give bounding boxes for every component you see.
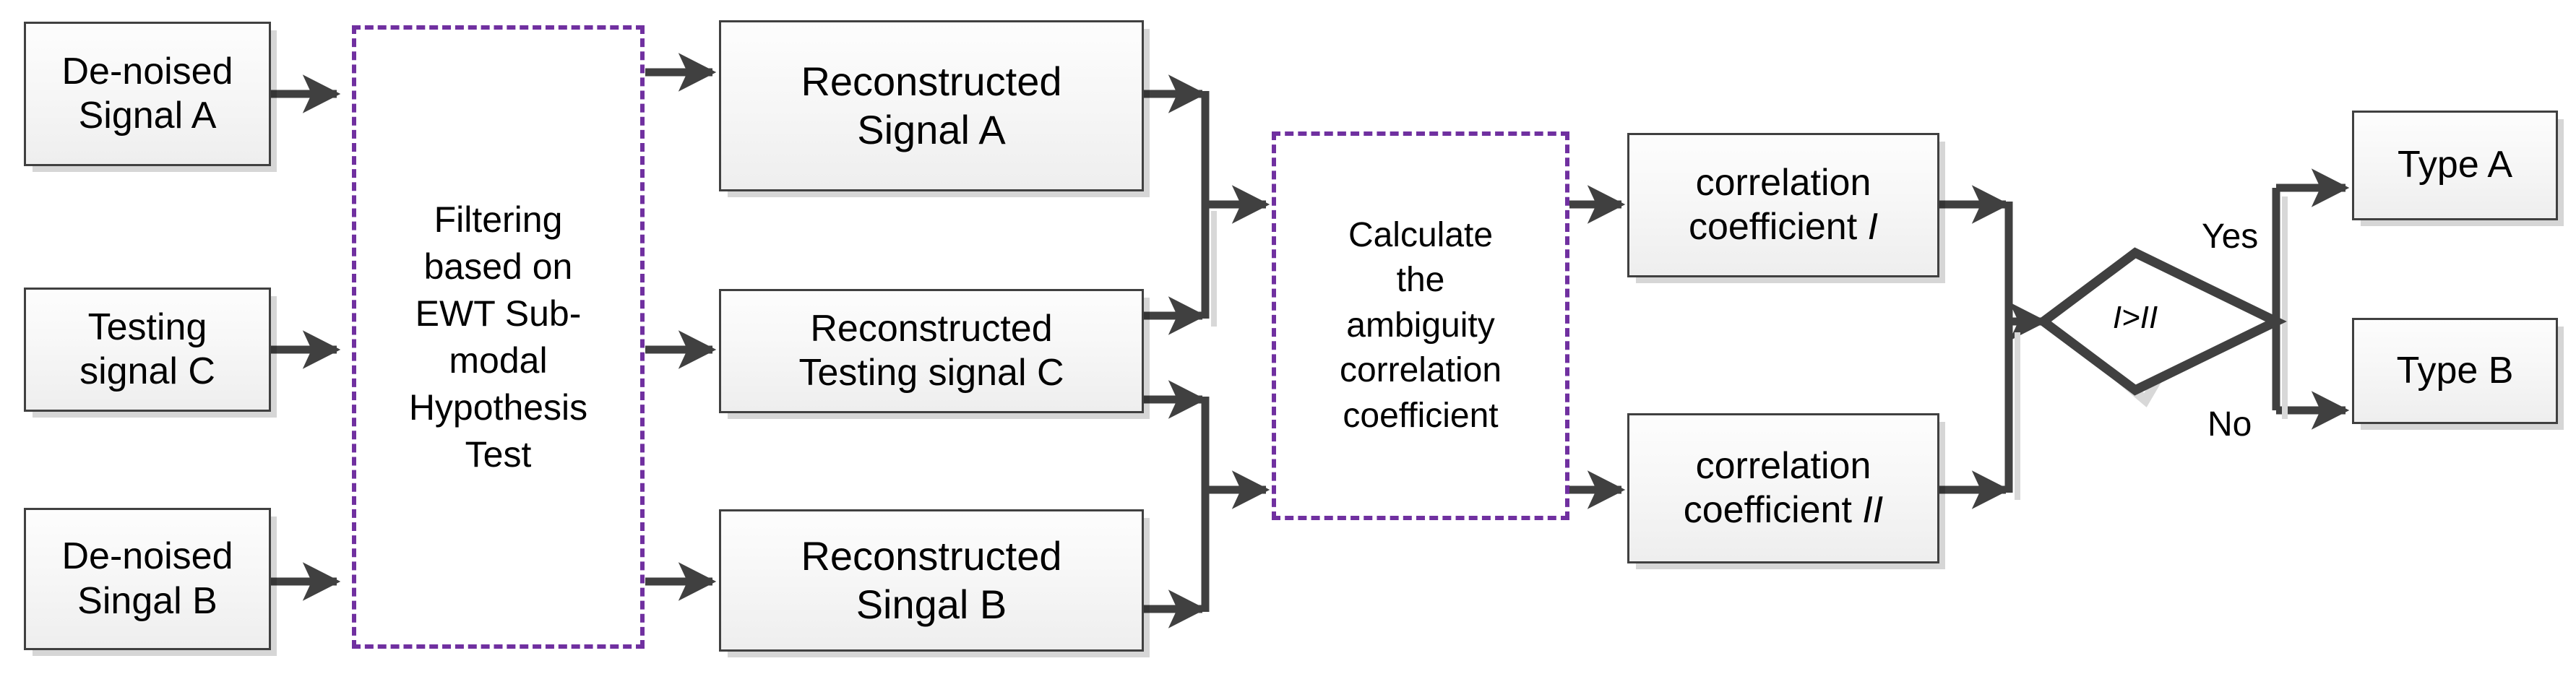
recon-c-line2: Testing signal C — [798, 352, 1064, 394]
decision-label: I>II — [2112, 300, 2158, 335]
edge-label-no: No — [2207, 405, 2252, 444]
type-a-label: Type A — [2398, 144, 2512, 186]
node-calculate-ambiguity-correlation-coefficient[interactable]: Calculate the the ambiguity correlation … — [1272, 131, 1574, 524]
connector-shadow-layer — [1211, 196, 2288, 500]
calculate-line3: ambiguity — [1346, 306, 1495, 345]
filtering-line1: Filtering — [434, 199, 563, 240]
filtering-line3: EWT Sub- — [415, 293, 582, 334]
node-denoised-signal-b[interactable]: De-noised Singal B — [24, 508, 271, 650]
node-type-b[interactable]: Type B — [2352, 318, 2558, 424]
calculate-line5: coefficient — [1343, 396, 1499, 435]
coeff-ii-symbol: II — [1862, 489, 1884, 531]
denoised-a-line2: Signal A — [78, 95, 217, 137]
denoised-b-line2: Singal B — [77, 579, 217, 622]
calculate-line2: the the — [1276, 258, 1565, 308]
node-filtering-ewt-hypothesis-test[interactable]: Filtering based on based on EWT Sub- mod… — [352, 25, 645, 649]
node-reconstructed-signal-a[interactable]: Reconstructed Signal A — [719, 20, 1144, 191]
node-testing-signal-c[interactable]: Testing signal C — [24, 288, 271, 412]
node-type-a[interactable]: Type A — [2352, 111, 2558, 220]
recon-b-line1: Reconstructed — [801, 533, 1062, 579]
filtering-line4: modal — [449, 340, 548, 381]
recon-c-line1: Reconstructed — [810, 307, 1053, 350]
node-correlation-coefficient-ii[interactable]: correlation coefficient II — [1627, 413, 1939, 563]
denoised-a-line1: De-noised — [61, 50, 233, 92]
coeff-i-line2: coefficient I — [1688, 206, 1879, 248]
coeff-i-symbol: I — [1867, 206, 1879, 248]
decision-diamond[interactable] — [2036, 247, 2287, 407]
calculate-line4: correlation correlation — [1276, 348, 1565, 399]
node-reconstructed-signal-b[interactable]: Reconstructed Singal B — [719, 509, 1144, 652]
coeff-ii-line1: correlation — [1695, 444, 1871, 487]
node-denoised-signal-a[interactable]: De-noised Signal A — [24, 22, 271, 166]
filtering-line6: Test — [465, 433, 532, 475]
recon-a-line1: Reconstructed — [801, 59, 1062, 105]
coeff-ii-line2: coefficient II — [1683, 489, 1884, 531]
denoised-b-line1: De-noised — [61, 535, 233, 578]
testing-c-line2: signal C — [79, 350, 215, 392]
node-correlation-coefficient-i[interactable]: correlation coefficient I — [1627, 133, 1939, 277]
filtering-line2: based on based on — [356, 243, 640, 294]
recon-a-line2: Signal A — [857, 106, 1006, 152]
recon-b-line2: Singal B — [856, 581, 1007, 627]
coeff-i-line1: correlation — [1695, 161, 1871, 204]
edge-label-yes: Yes — [2202, 217, 2259, 256]
testing-c-line1: Testing — [87, 306, 207, 348]
filtering-line5: Hypothesis Hypothesis — [356, 384, 640, 436]
calculate-line1: Calculate — [1348, 216, 1494, 255]
node-reconstructed-testing-signal-c[interactable]: Reconstructed Testing signal C — [719, 289, 1144, 413]
decision-diamond-shape — [2036, 247, 2287, 396]
type-b-label: Type B — [2396, 349, 2514, 392]
